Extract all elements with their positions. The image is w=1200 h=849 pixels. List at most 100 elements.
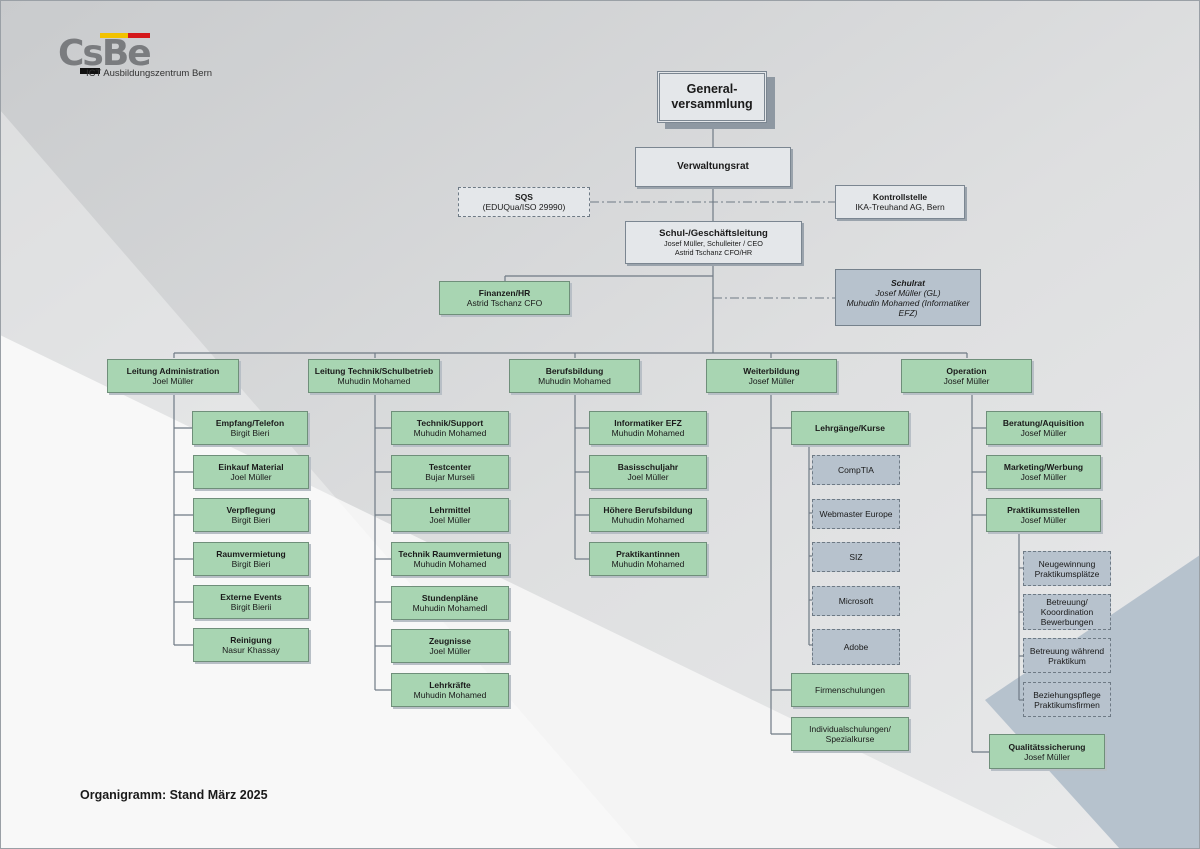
unit-box: Empfang/Telefon Birgit Bieri (192, 411, 308, 445)
finanzen-hr-box: Finanzen/HR Astrid Tschanz CFO (439, 281, 570, 315)
finanzen-sub: Astrid Tschanz CFO (466, 298, 543, 308)
unit-person: Joel Müller (627, 472, 669, 482)
gl-title: Schul-/Geschäftsleitung (659, 228, 768, 239)
logo-bar-yellow (100, 33, 128, 38)
unit-person: Joel Müller (429, 646, 471, 656)
firmenschulungen-box: Firmenschulungen (791, 673, 909, 707)
unit-title: Höhere Berufsbildung (603, 505, 693, 515)
unit-person: Josef Müller (1020, 515, 1067, 525)
unit-title: Informatiker EFZ (614, 418, 682, 428)
unit-title: Technik Raumvermietung (398, 549, 502, 559)
praktikum-task-box: Beziehungspflege Praktikumsfirmen (1023, 682, 1111, 717)
unit-box: Informatiker EFZ Muhudin Mohamed (589, 411, 707, 445)
logo-tagline: ICT Ausbildungszentrum Bern (86, 68, 213, 79)
course-label: CompTIA (838, 465, 874, 475)
sqs-title: SQS (515, 192, 533, 202)
praktikum-task-box: Betreuung während Praktikum (1023, 638, 1111, 673)
unit-title: Firmenschulungen (815, 685, 885, 695)
footer-caption: Organigramm: Stand März 2025 (80, 788, 268, 802)
unit-person: Muhudin Mohamed (611, 515, 685, 525)
unit-box: Praktikumsstellen Josef Müller (986, 498, 1101, 532)
dept-administration: Leitung Administration Joel Müller (107, 359, 239, 393)
vr-title: Verwaltungsrat (677, 161, 749, 172)
dept-person: Muhudin Mohamed (337, 376, 411, 386)
dept-operation: Operation Josef Müller (901, 359, 1032, 393)
unit-box: Technik/Support Muhudin Mohamed (391, 411, 509, 445)
unit-person: Josef Müller (1020, 472, 1067, 482)
course-box: CompTIA (812, 455, 900, 485)
unit-title: Technik/Support (416, 418, 484, 428)
course-label: Adobe (843, 642, 869, 652)
unit-title: Externe Events (220, 592, 282, 602)
unit-person: Birgit Bieri (230, 428, 270, 438)
sqs-box: SQS (EDUQua/ISO 29990) (458, 187, 590, 217)
kontroll-sub: IKA-Treuhand AG, Bern (855, 202, 945, 212)
course-box: SIZ (812, 542, 900, 572)
unit-title: Praktikantinnen (616, 549, 680, 559)
logo-wordmark: CsBe (58, 33, 152, 74)
unit-title: Lehrkräfte (429, 680, 471, 690)
unit-title-line2: Spezialkurse (825, 734, 875, 744)
unit-title: Verpflegung (226, 505, 276, 515)
unit-box: Zeugnisse Joel Müller (391, 629, 509, 663)
unit-box: Basisschuljahr Joel Müller (589, 455, 707, 489)
unit-box: Testcenter Bujar Murseli (391, 455, 509, 489)
course-box: Adobe (812, 629, 900, 665)
unit-title: Lehrgänge/Kurse (815, 423, 885, 433)
csbe-logo: CsBe ICT Ausbildungszentrum Bern (58, 33, 212, 79)
dept-person: Muhudin Mohamed (538, 376, 611, 386)
schulrat-sub1: Josef Müller (GL) (875, 287, 941, 298)
lehrgaenge-box: Lehrgänge/Kurse (791, 411, 909, 445)
unit-title: Testcenter (428, 462, 472, 472)
logo-bar-black (80, 68, 100, 74)
task-line: Praktikum (1048, 655, 1086, 666)
unit-title: Einkauf Material (218, 462, 284, 472)
task-line: Betreuung während (1029, 645, 1105, 656)
unit-title: Zeugnisse (428, 636, 472, 646)
unit-box: Lehrkräfte Muhudin Mohamed (391, 673, 509, 707)
verwaltungsrat-box: Verwaltungsrat (635, 147, 791, 187)
dept-title: Leitung Administration (126, 366, 220, 376)
dept-title: Berufsbildung (545, 366, 604, 376)
individualschulungen-box: Individualschulungen/ Spezialkurse (791, 717, 909, 751)
dept-weiterbildung: Weiterbildung Josef Müller (706, 359, 837, 393)
kontrollstelle-box: Kontrollstelle IKA-Treuhand AG, Bern (835, 185, 965, 219)
unit-title: Qualitätssicherung (1008, 741, 1086, 752)
dept-berufsbildung: Berufsbildung Muhudin Mohamed (509, 359, 640, 393)
dept-person: Josef Müller (748, 376, 795, 386)
unit-person: Muhudin Mohamed (413, 428, 487, 438)
unit-box: Einkauf Material Joel Müller (193, 455, 309, 489)
schulrat-box: Schulrat Josef Müller (GL) Muhudin Moham… (835, 269, 981, 326)
praktikum-task-box: Betreuung/ Kooordination Bewerbungen (1023, 594, 1111, 630)
unit-title: Beratung/Aquisition (1002, 418, 1085, 428)
gv-line2: versammlung (671, 97, 753, 111)
unit-person: Muhudin Mohamed (611, 559, 685, 569)
dept-person: Josef Müller (943, 376, 990, 386)
unit-title: Basisschuljahr (617, 462, 679, 472)
unit-title: Marketing/Werbung (1003, 462, 1084, 472)
unit-title: Lehrmittel (429, 505, 471, 515)
unit-person: Bujar Murseli (425, 472, 475, 482)
qualitaetssicherung-box: Qualitätssicherung Josef Müller (989, 734, 1105, 769)
schulrat-title: Schulrat (890, 277, 925, 288)
gl-sub1: Josef Müller, Schulleiter / CEO (664, 239, 763, 248)
dept-person: Joel Müller (152, 376, 194, 386)
task-line: Neugewinnung (1038, 558, 1096, 569)
gl-sub2: Astrid Tschanz CFO/HR (674, 247, 753, 257)
course-label: Webmaster Europe (819, 509, 893, 519)
course-box: Webmaster Europe (812, 499, 900, 529)
unit-box: Praktikantinnen Muhudin Mohamed (589, 542, 707, 576)
course-box: Microsoft (812, 586, 900, 616)
unit-box: Raumvermietung Birgit Bieri (193, 542, 309, 576)
task-line: Praktikumsfirmen (1034, 699, 1100, 710)
task-line: Beziehungspflege (1033, 689, 1101, 700)
generalversammlung-box: General- versammlung (657, 71, 767, 123)
dept-title: Weiterbildung (743, 366, 800, 376)
unit-person: Birgit Bieri (231, 559, 271, 569)
task-line: Kooordination (1040, 607, 1094, 617)
task-line: Betreuung/ (1046, 597, 1088, 607)
task-line: Praktikumsplätze (1034, 568, 1100, 579)
unit-person: Josef Müller (1024, 751, 1070, 762)
unit-person: Muhudin Mohamed (611, 428, 685, 438)
dept-title: Operation (946, 366, 987, 376)
